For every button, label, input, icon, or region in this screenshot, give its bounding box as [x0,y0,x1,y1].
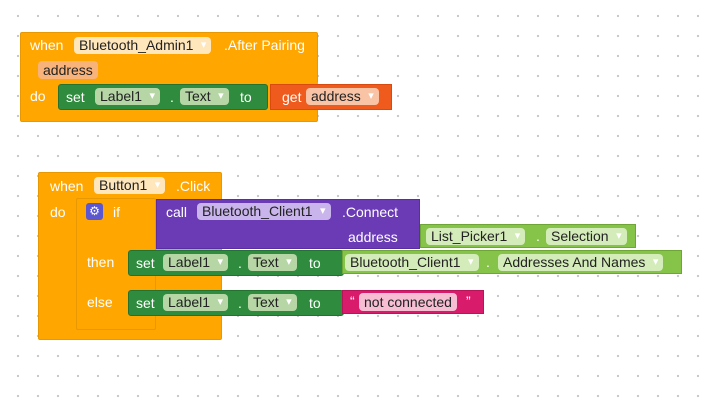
property-dropdown[interactable]: Text [248,294,297,311]
dot: . [238,295,242,311]
property-dropdown[interactable]: Text [248,254,297,271]
quote-close: ” [466,293,471,309]
text-value-field[interactable]: not connected [359,293,457,311]
address-arg-label: address [348,229,398,245]
property-dropdown[interactable]: Text [180,88,229,105]
to-keyword: to [309,295,321,311]
param-address[interactable]: address [38,61,98,79]
dot: . [536,228,540,244]
label-dropdown[interactable]: Label1 [163,294,229,311]
dot: . [486,254,490,270]
set-label-text-block[interactable] [58,84,268,110]
variable-dropdown[interactable]: address [306,88,379,105]
get-keyword: get [282,89,302,105]
do-keyword: do [30,88,46,104]
set-keyword: set [136,255,155,271]
mutator-gear-icon[interactable]: ⚙ [86,203,103,220]
addresses-dropdown[interactable]: Addresses And Names [498,254,664,271]
do-keyword: do [50,204,66,220]
method-name: .Connect [342,204,399,220]
when-keyword: when [50,178,84,194]
label-dropdown[interactable]: Label1 [163,254,229,271]
dot: . [170,89,174,105]
set-keyword: set [66,89,85,105]
set-keyword: set [136,295,155,311]
to-keyword: to [309,255,321,271]
client-dropdown[interactable]: Bluetooth_Client1 [197,203,331,220]
event-name: .Click [176,178,211,194]
component-dropdown[interactable]: Bluetooth_Admin1 [74,37,212,54]
call-keyword: call [166,204,188,220]
then-keyword: then [87,254,115,270]
client-dropdown[interactable]: Bluetooth_Client1 [345,254,479,271]
label-dropdown[interactable]: Label1 [95,88,161,105]
to-keyword: to [240,89,252,105]
when-keyword: when [30,37,64,53]
dot: . [238,255,242,271]
quote-open: “ [350,293,355,309]
event-name: .After Pairing [224,37,305,53]
else-keyword: else [87,294,113,310]
if-keyword: if [113,204,120,220]
selection-dropdown[interactable]: Selection [546,228,627,245]
listpicker-dropdown[interactable]: List_Picker1 [426,228,526,245]
button-dropdown[interactable]: Button1 [94,177,166,194]
